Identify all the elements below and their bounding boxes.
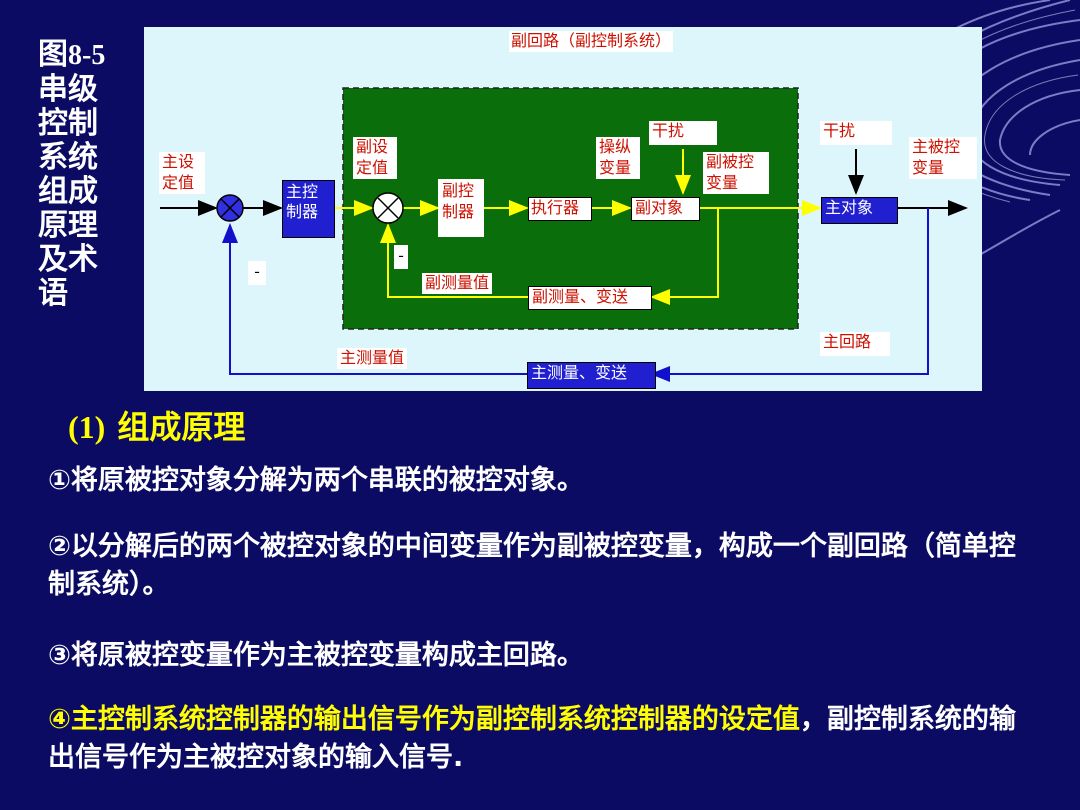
primary-minus-sign: - — [248, 261, 266, 285]
point-4-rest: ，副控制系统的输出信号作为主被控对象的输入信号. — [48, 704, 1016, 773]
secondary-transmitter-block: 副测量、变送 — [528, 286, 652, 310]
point-1: ①将原被控对象分解为两个串联的被控对象。 — [48, 465, 584, 496]
secondary-minus-sign: - — [394, 245, 408, 269]
primary-transmitter-block: 主测量、变送 — [527, 362, 656, 389]
point-3: ③将原被控变量作为主被控变量构成主回路。 — [48, 640, 584, 671]
secondary-summing-junction — [372, 192, 404, 224]
primary-measurement-value-label: 主测量值 — [337, 348, 408, 369]
secondary-controlled-variable-label: 副被控变量 — [703, 152, 769, 194]
secondary-object-block: 副对象 — [631, 197, 700, 221]
side-title: 图8-5 串级 控制 系统 组成 原理 及术 语 — [38, 37, 106, 311]
point-4: ④主控制系统控制器的输出信号作为副控制系统控制器的设定值，副控制系统的输出信号作… — [48, 701, 1033, 777]
secondary-loop-title: 副回路（副控制系统） — [509, 31, 674, 52]
manipulated-variable-label: 操纵变量 — [596, 137, 640, 179]
primary-setpoint-label: 主设定值 — [159, 152, 205, 194]
secondary-controller-block: 副控制器 — [438, 179, 484, 237]
point-2: ②以分解后的两个被控对象的中间变量作为副被控变量，构成一个副回路（简单控制系统）… — [48, 531, 1016, 600]
primary-controller-block: 主控制器 — [282, 180, 335, 238]
outer-disturbance-label: 干扰 — [820, 121, 892, 145]
secondary-setpoint-label: 副设定值 — [353, 137, 397, 179]
primary-object-block: 主对象 — [821, 197, 898, 224]
actuator-block: 执行器 — [528, 197, 592, 221]
primary-summing-junction — [216, 194, 244, 222]
cascade-control-diagram: 副回路（副控制系统） 主设定值 主控制器 副设定值 副控制器 执行器 操纵变量 … — [144, 27, 982, 391]
point-4-highlight: ④主控制系统控制器的输出信号作为副控制系统控制器的设定值 — [48, 704, 800, 735]
secondary-measurement-value-label: 副测量值 — [422, 273, 493, 294]
primary-loop-label: 主回路 — [820, 332, 890, 356]
inner-disturbance-label: 干扰 — [649, 121, 717, 145]
section-heading: (1)组成原理 — [68, 408, 246, 446]
primary-controlled-variable-label: 主被控变量 — [909, 137, 977, 179]
